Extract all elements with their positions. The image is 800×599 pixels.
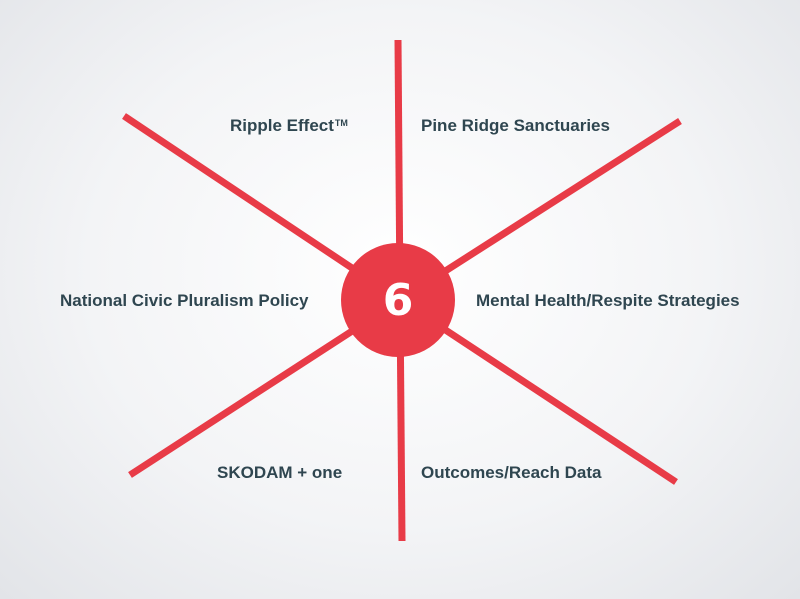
- label-outcomes-reach-data: Outcomes/Reach Data: [421, 463, 602, 482]
- center-hub-number: 6: [382, 274, 414, 326]
- label-mental-health-respite-strategies: Mental Health/Respite Strategies: [476, 291, 740, 310]
- label-pine-ridge-sanctuaries: Pine Ridge Sanctuaries: [421, 116, 610, 135]
- spoke-upper-right: [398, 118, 682, 303]
- label-national-civic-pluralism-policy: National Civic Pluralism Policy: [60, 291, 309, 310]
- center-hub: [341, 243, 455, 357]
- label-ripple-effect: Ripple EffectTM: [230, 116, 348, 136]
- label-skodam-plus-one: SKODAM + one: [217, 463, 343, 482]
- trademark-mark: TM: [334, 118, 348, 128]
- label-ripple-effect-text: Ripple Effect: [230, 116, 334, 135]
